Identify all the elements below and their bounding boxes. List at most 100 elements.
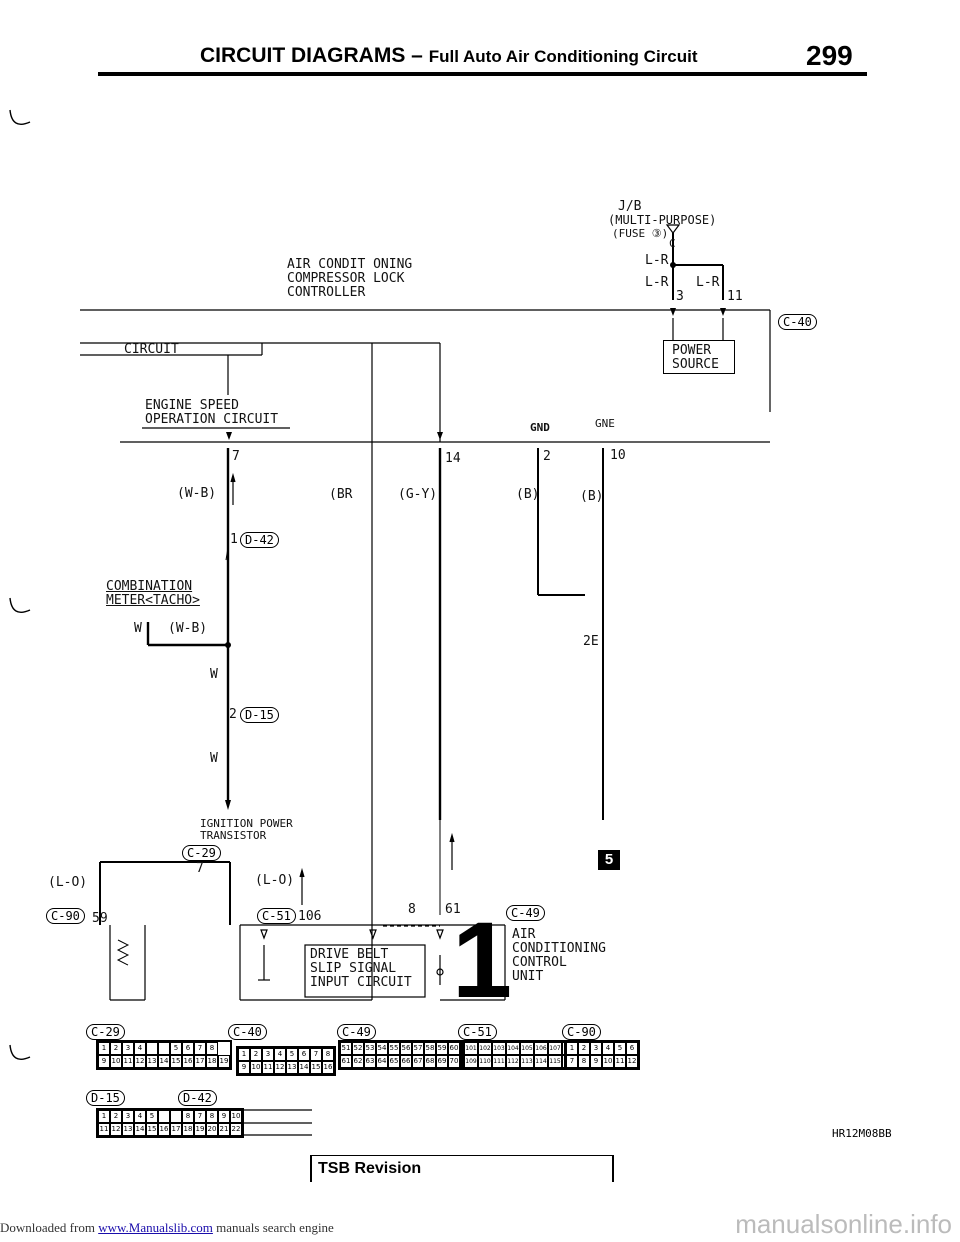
pin-7-ign-label: 7 [196, 861, 204, 876]
connector-pin: 13 [146, 1055, 158, 1068]
connector-pin: 61 [340, 1055, 352, 1068]
connector-pin: 3 [122, 1110, 134, 1123]
pin-7-top-label: 7 [232, 449, 240, 464]
connector-pin: 19 [218, 1055, 230, 1068]
connector-pin: 64 [376, 1055, 388, 1068]
connector-pin: 13 [286, 1061, 298, 1074]
connector-c40-label: C-40 [778, 314, 817, 330]
connector-pin: 3 [262, 1048, 274, 1061]
wire-gy-label: (G-Y) [398, 487, 438, 502]
connector-pin: 6 [182, 1042, 194, 1055]
connector-pin: 16 [322, 1061, 334, 1074]
connector-pin: 1 [98, 1042, 110, 1055]
connector-pin: 9 [238, 1061, 250, 1074]
ignition-transistor-label: IGNITION POWER TRANSISTOR [200, 817, 293, 842]
wire-w-mid-label: W [210, 667, 218, 682]
connector-pin: 18 [182, 1123, 194, 1136]
connector-pin: 21 [218, 1123, 230, 1136]
connector-pin: 54 [376, 1042, 388, 1055]
connector-pin: 69 [436, 1055, 448, 1068]
face-d15-label: D-15 [86, 1090, 125, 1106]
pin-1-label: 1 [230, 532, 238, 547]
connector-pin: 52 [352, 1042, 364, 1055]
connector-pin: 107 [548, 1042, 562, 1055]
connector-pin [158, 1110, 170, 1123]
connector-d15-label: D-15 [240, 707, 279, 723]
title-dash: – [411, 44, 423, 67]
connector-pin: 55 [388, 1042, 400, 1055]
figure-code: HR12M08BB [832, 1127, 892, 1140]
connector-pin: 103 [492, 1042, 506, 1055]
connector-pin: 66 [400, 1055, 412, 1068]
connector-pin: 1 [238, 1048, 250, 1061]
connector-pin: 5 [146, 1110, 158, 1123]
connector-pin: 51 [340, 1042, 352, 1055]
wire-br-label: (BR [329, 487, 353, 502]
title-main: CIRCUIT DIAGRAMS [200, 44, 406, 67]
connector-pin: 102 [478, 1042, 492, 1055]
circuit-label: CIRCUIT [124, 342, 179, 357]
connector-pin: 70 [448, 1055, 460, 1068]
jb-label: J/B [618, 199, 642, 214]
connector-pin: 4 [134, 1042, 146, 1055]
ac-control-unit-label: AIR CONDITIONING CONTROL UNIT [512, 927, 606, 984]
footer-prefix: Downloaded from [0, 1220, 99, 1235]
manualslib-link[interactable]: www.Manualslib.com [98, 1220, 213, 1235]
gnd-right-label: GNE [595, 417, 615, 430]
gnd-left-label: GND [530, 421, 550, 434]
connector-pin: 11 [98, 1123, 110, 1136]
face-c49-label: C-49 [337, 1024, 376, 1040]
pin-3-label: 3 [676, 289, 684, 304]
connector-pin: 8 [206, 1110, 218, 1123]
compressor-lock-label: AIR CONDIT ONING COMPRESSOR LOCK CONTROL… [287, 257, 413, 300]
connector-pin: 15 [310, 1061, 322, 1074]
pin-8-label: 8 [408, 902, 416, 917]
connector-pin: 12 [134, 1055, 146, 1068]
connector-pin: 60 [448, 1042, 460, 1055]
connector-pin: 10 [110, 1055, 122, 1068]
connector-pin: 5 [170, 1042, 182, 1055]
power-source-box [663, 340, 735, 374]
wire-w-left-label: W [134, 621, 142, 636]
connector-pin: 2 [110, 1110, 122, 1123]
connector-c49-label: C-49 [506, 905, 545, 921]
connector-pin: 2 [250, 1048, 262, 1061]
connector-pin: 11 [614, 1055, 626, 1068]
connector-pin: 12 [274, 1061, 286, 1074]
power-source-label: POWER SOURCE [672, 343, 719, 372]
watermark: manualsonline.info [735, 1209, 952, 1239]
connector-pin: 4 [602, 1042, 614, 1055]
wire-wb-lower-label: (W-B) [168, 621, 208, 636]
connector-pin: 104 [506, 1042, 520, 1055]
face-d42-label: D-42 [178, 1090, 217, 1106]
multi-purpose-label: (MULTI-PURPOSE) [608, 213, 717, 227]
connector-pin: 5 [614, 1042, 626, 1055]
connector-pin: 15 [170, 1055, 182, 1068]
face-c90-label: C-90 [562, 1024, 601, 1040]
connector-d42-label: D-42 [240, 532, 279, 548]
connector-c90-label: C-90 [46, 908, 85, 924]
connector-pin: 1 [98, 1110, 110, 1123]
connector-pin: 105 [520, 1042, 534, 1055]
pin-2-label: 2 [543, 449, 551, 464]
connector-pin: 113 [520, 1055, 534, 1068]
connector-pin: 106 [534, 1042, 548, 1055]
connector-pin: 22 [230, 1123, 242, 1136]
connector-pin: 53 [364, 1042, 376, 1055]
connector-pin: 11 [262, 1061, 274, 1074]
connector-pin: 4 [134, 1110, 146, 1123]
connector-pin: 7 [310, 1048, 322, 1061]
connector-pin: 20 [206, 1123, 218, 1136]
connector-pin: 19 [194, 1123, 206, 1136]
fuse-pin-label: C [669, 237, 676, 250]
download-footer: Downloaded from www.Manualslib.com manua… [0, 1220, 334, 1236]
tsb-revision-label: TSB Revision [318, 1160, 422, 1177]
pin-61-label: 61 [445, 902, 461, 917]
connector-pin: 114 [534, 1055, 548, 1068]
connector-pin: 1 [566, 1042, 578, 1055]
connector-pin: 10 [250, 1061, 262, 1074]
